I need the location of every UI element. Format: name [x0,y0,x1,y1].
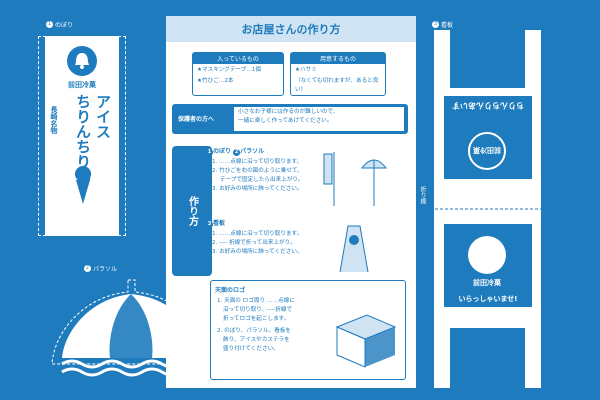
step3-line-6: 盛り付けてください。 [223,346,279,352]
sheet-title: お店屋さんの作り方 [166,16,416,42]
kanban-brand-top: 前田冷菓 [473,146,501,154]
step3-line-3: 折ってロゴを起こします。 [223,316,290,322]
contents-item-2: ★竹ひご…2本 [197,78,234,84]
contents-item-1: ★マスキングテープ…1個 [197,67,262,73]
step1-header-2: パラソル [240,148,265,155]
step2-line-2: 2. ---- 折線で折って出来上がり。 [212,240,296,246]
step3-line-5: 飾り、アイスやカステラを [223,337,290,343]
nobori-parasol-diagram-icon [316,148,396,208]
nobori-title2: アイス [94,94,112,139]
step2-header: 看板 [213,220,226,227]
step-logo: 天面のロゴ 1. 天面の ロゴ周り ……点線に 沿って切り取り、----折線で … [210,280,406,380]
step1-line-1: 1. ……点線に沿って切り取ります。 [212,159,303,165]
kanban-diagram-icon [334,222,394,274]
guardian-text-2: 一緒に楽しく作ってあげてください。 [238,118,333,124]
ice-cream-cone-icon [73,164,93,214]
contents-header: 入っているもの [193,53,283,64]
step3-line-4: 2. のぼり、パラソル、看板を [217,328,292,334]
step3-line-1: 1. 天面の ロゴ周り ……点線に [217,298,295,304]
step3-line-2: 沿って切り取り、----折線で [223,307,293,313]
guardian-note: 保護者の方へ 小さなお子様には作るのが難しいので、 一緒に楽しく作ってあげてくだ… [172,104,408,134]
kanban-brand-bottom: 前田冷菓 [473,279,501,287]
prepare-header: 用意するもの [291,53,385,64]
prepare-item-1: ★ハサミ [295,67,317,73]
kanban-bottom-text: いらっしゃいませ! [458,295,518,303]
nobori-title1: ちりんちりん [74,94,92,184]
guardian-label: 保護者の方へ [178,116,215,123]
nobori-brand: 前田冷菓 [68,81,96,89]
nobori-sub: 長崎名物 [50,106,58,134]
step1-header: のぼり [213,148,232,155]
box-diagram-icon [331,293,401,373]
step2-line-3: 3. お好みの場所に飾ってください。 [212,249,303,255]
fold-line-label: 折り線 [419,186,426,204]
step1-line-4: 3. お好みの場所に飾ってください。 [212,186,303,192]
step3-header: 天面のロゴ [215,287,246,294]
step1-line-3: テープで固定したら出来上がり。 [220,177,304,183]
step2-line-1: 1. ……点線に沿って切り取ります。 [212,231,303,237]
prepare-box: 用意するもの ★ハサミ （なくても切れますが、あると良い） [290,52,386,96]
prepare-item-2: （なくても切れますが、あると良い） [295,78,379,93]
kanban-bottom-logo [468,236,506,274]
kanban-top-logo [468,132,506,170]
kanban-top-text: ちりんちりんあいす [452,101,524,110]
kanban-cutout[interactable]: ちりんちりんあいす 前田冷菓 前田冷菓 いらっしゃいませ! [430,28,545,390]
nobori-banner: 前田冷菓 長崎名物 ちりんちりん アイス [45,36,119,236]
bell-logo-icon [67,46,97,76]
guardian-text-1: 小さなお子様には作るのが難しいので、 [238,109,339,115]
contents-box: 入っているもの ★マスキングテープ…1個 ★竹ひご…2本 [192,52,284,96]
step1-line-2: 2. 竹ひごを右の図のように乗せて、 [212,168,303,174]
howto-tab: 作り方 [172,146,212,276]
